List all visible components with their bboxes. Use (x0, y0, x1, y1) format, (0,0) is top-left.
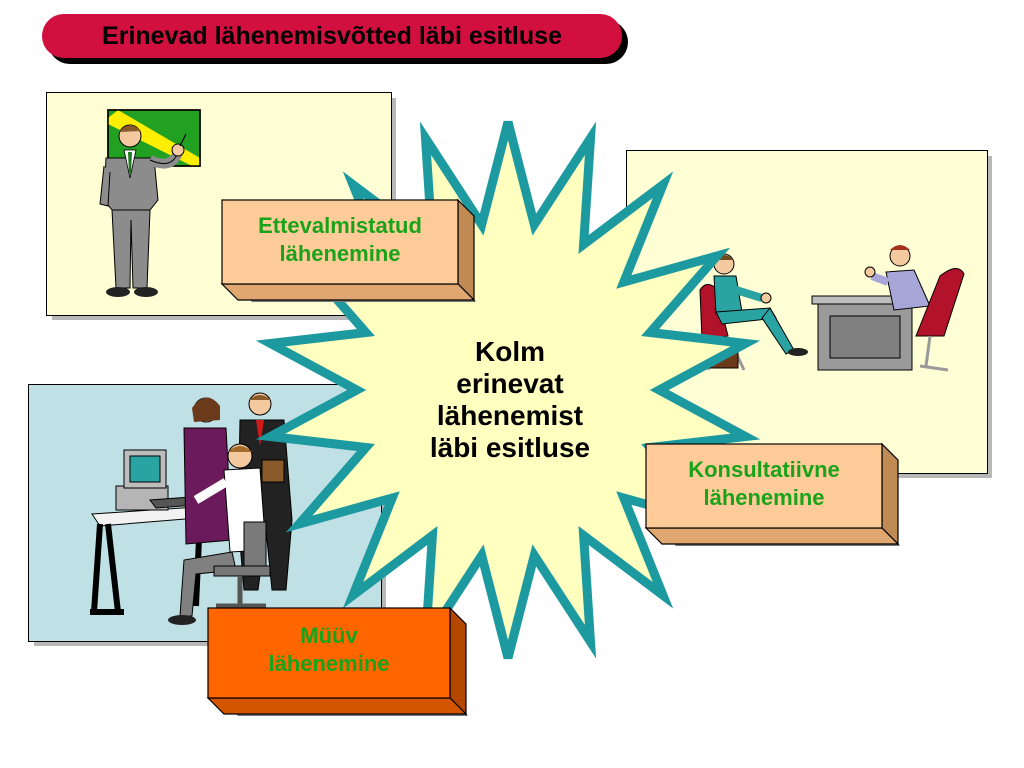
label-line: Ettevalmistatud (258, 213, 422, 238)
presenter-illustration (99, 109, 201, 297)
label-line: Müüv (300, 623, 358, 648)
label-box-sales: Müüv lähenemine (206, 606, 468, 716)
label-box-consultative: Konsultatiivne lähenemine (644, 442, 900, 546)
center-text: Kolm erinevat lähenemist läbi esitluse (390, 336, 630, 464)
label-line: lähenemine (279, 241, 401, 266)
label-box-prepared: Ettevalmistatud lähenemine (220, 198, 476, 302)
label-line: lähenemine (268, 651, 390, 676)
title-banner: Erinevad lähenemisvõtted läbi esitluse (42, 14, 630, 66)
center-line: läbi esitluse (429, 432, 591, 463)
label-line: Konsultatiivne (688, 457, 840, 482)
box-3d-shape (206, 606, 468, 716)
center-line: Kolm (475, 336, 545, 367)
computer-illustration (90, 392, 293, 625)
label-prepared: Ettevalmistatud lähenemine (222, 200, 458, 268)
label-consultative: Konsultatiivne lähenemine (646, 444, 882, 512)
page-title: Erinevad lähenemisvõtted läbi esitluse (42, 14, 622, 58)
meeting-illustration (699, 245, 965, 372)
box-3d-shape (644, 442, 900, 546)
label-line: lähenemine (703, 485, 825, 510)
center-line: erinevat (456, 368, 564, 399)
box-3d-shape (220, 198, 476, 302)
label-sales: Müüv lähenemine (208, 608, 450, 678)
center-line: lähenemist (436, 400, 584, 431)
